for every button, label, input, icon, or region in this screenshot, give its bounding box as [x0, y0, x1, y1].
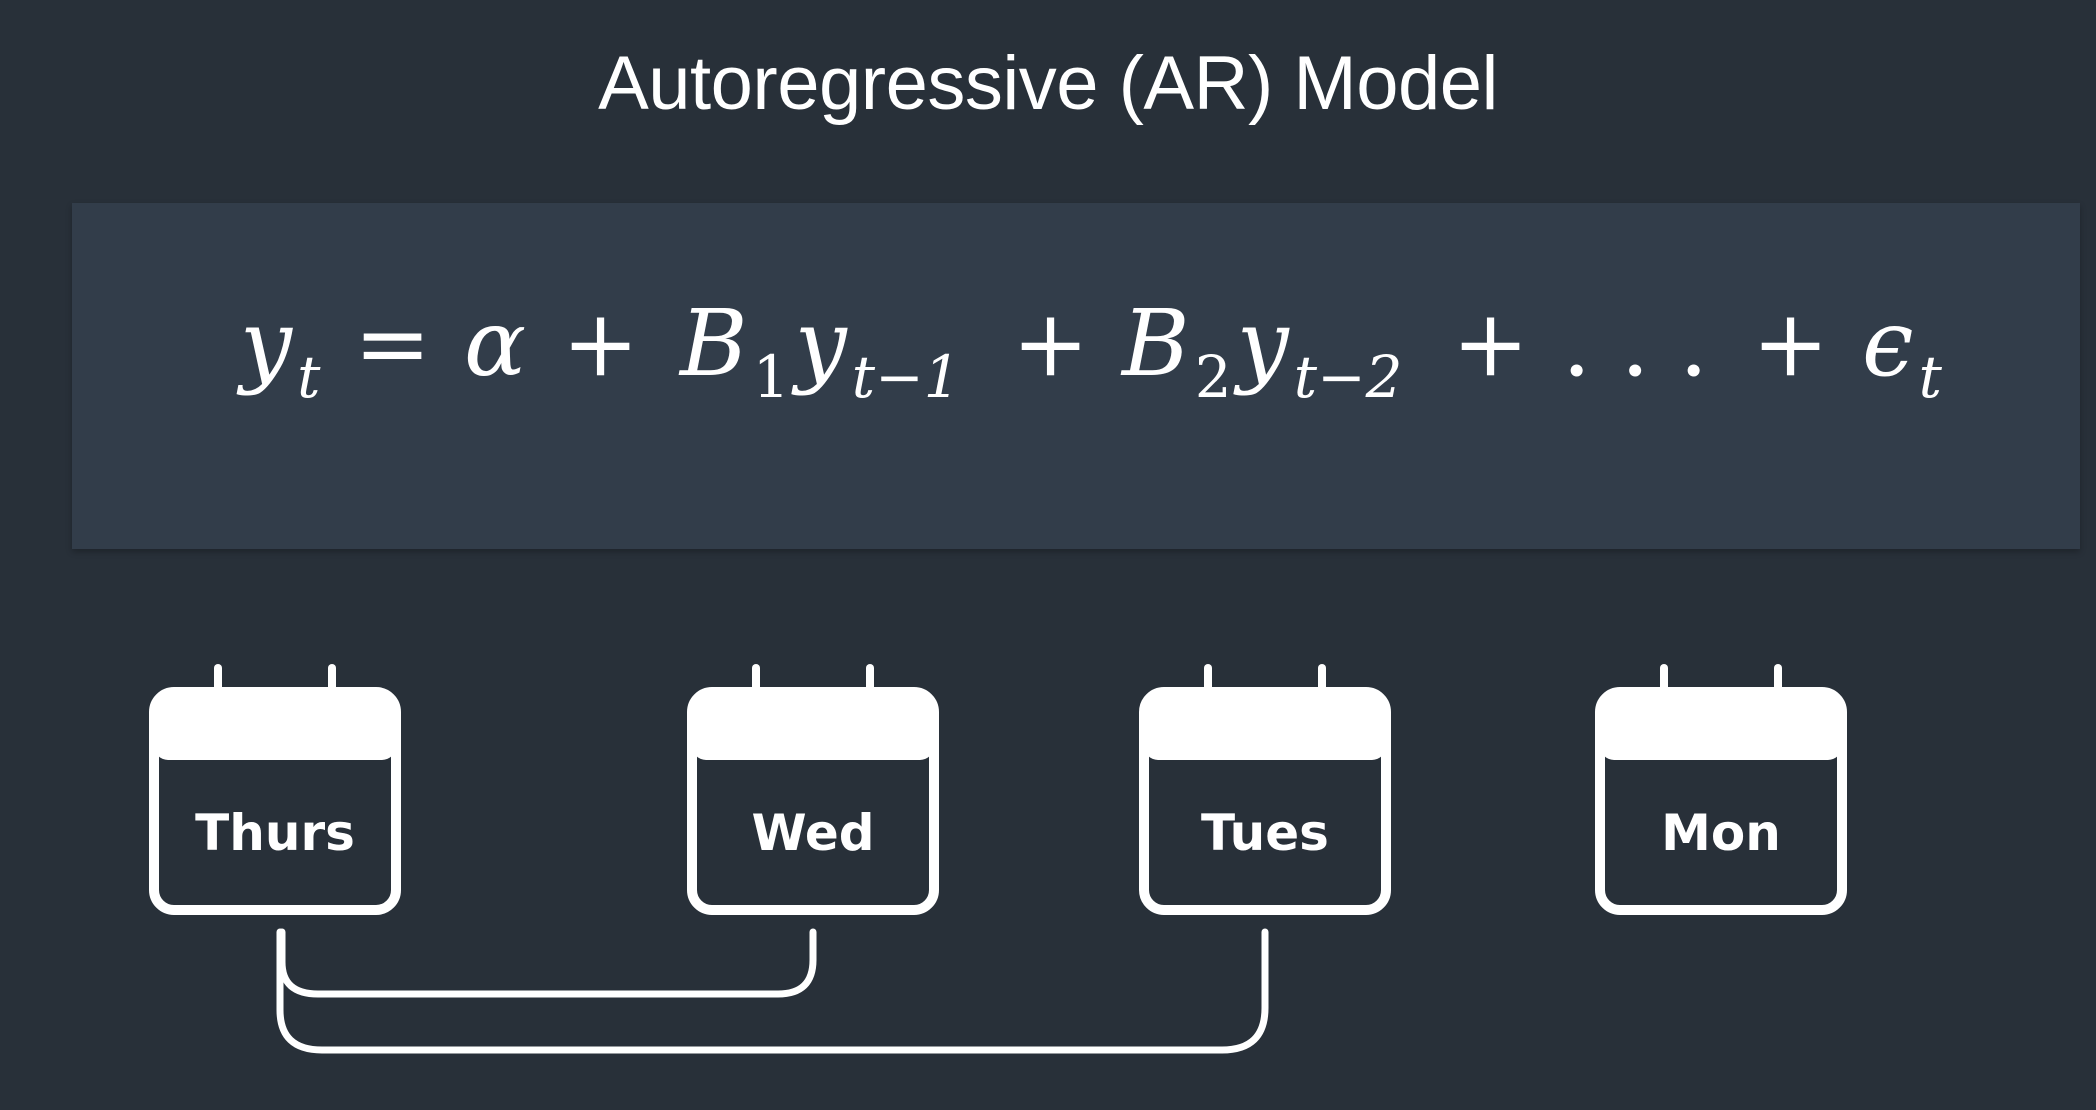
connector-thurs-tues [276, 928, 1269, 1054]
eq-plus-4: + [1752, 290, 1829, 397]
equation-panel: y t = α + B 1 y t−1 + B 2 y t−2 + . . . … [72, 203, 2080, 549]
eq-equals: = [354, 290, 431, 397]
day-label-wed: Wed [751, 804, 874, 862]
equation-formula: y t = α + B 1 y t−1 + B 2 y t−2 + . . . … [236, 290, 1943, 411]
eq-error: ϵ [1862, 290, 1914, 397]
calendar-icon: Wed [687, 664, 939, 915]
eq-term2-var: y [1233, 290, 1290, 397]
eq-plus-2: + [1012, 290, 1089, 397]
eq-term2-coef-sub: 2 [1195, 343, 1232, 411]
eq-lhs: y [236, 290, 293, 397]
eq-term2-var-sub: t−2 [1294, 343, 1403, 411]
calendar-icon: Tues [1139, 664, 1391, 915]
eq-term1-coef: B [678, 290, 748, 397]
eq-term1-coef-sub: 1 [753, 343, 790, 411]
eq-ellipsis: . . . [1562, 290, 1708, 397]
connector-thurs-wed [278, 928, 817, 998]
calendar-icon: Mon [1595, 664, 1847, 915]
eq-term1-var: y [791, 290, 848, 397]
eq-error-sub: t [1919, 343, 1943, 411]
eq-plus-3: + [1452, 290, 1529, 397]
eq-alpha: α [464, 290, 526, 397]
calendar-icon: Thurs [149, 664, 401, 915]
day-label-mon: Mon [1661, 804, 1781, 862]
ar-equation: y t = α + B 1 y t−1 + B 2 y t−2 + . . . … [236, 290, 1943, 411]
slide-title: Autoregressive (AR) Model [598, 41, 1498, 126]
eq-term1-var-sub: t−1 [852, 343, 961, 411]
eq-lhs-sub: t [297, 343, 321, 411]
day-label-thurs: Thurs [195, 804, 355, 862]
eq-term2-coef: B [1120, 290, 1190, 397]
eq-plus-1: + [562, 290, 639, 397]
day-label-tues: Tues [1201, 804, 1329, 862]
